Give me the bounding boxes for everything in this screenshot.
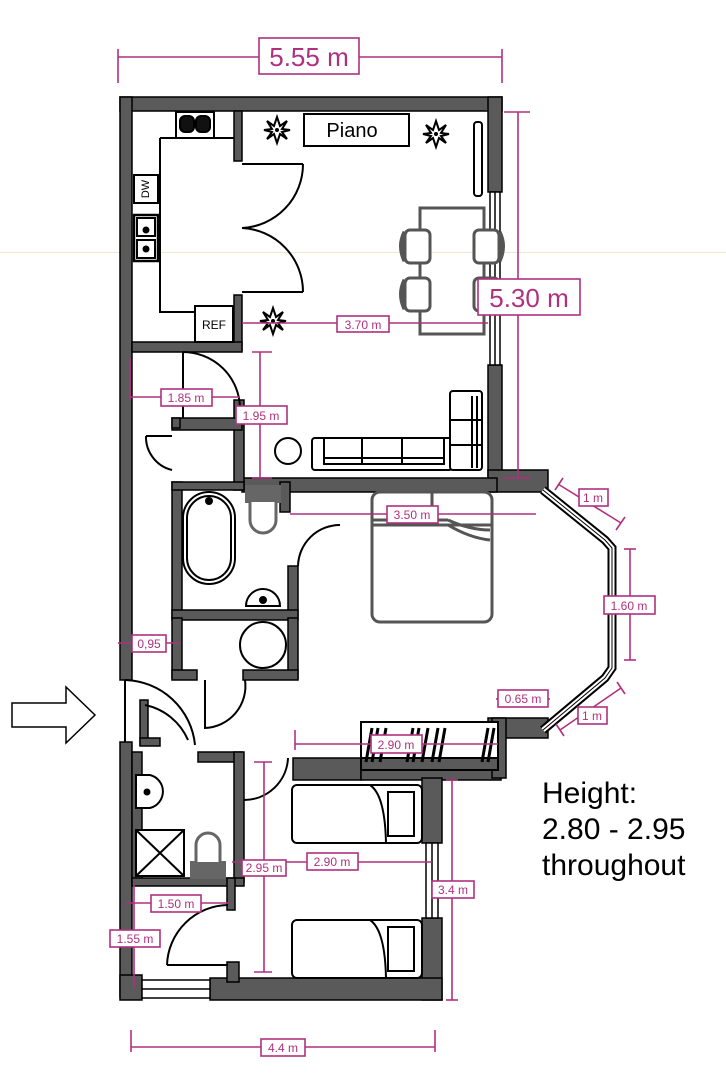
- dim-shower-room-depth: 1.55 m: [117, 932, 154, 946]
- plant-icon: [263, 116, 291, 144]
- bathroom: [182, 485, 341, 730]
- note-line-3: throughout: [542, 849, 686, 882]
- dim-bay-side-top: 1 m: [583, 491, 603, 505]
- piano: [303, 113, 410, 147]
- curtain: [473, 121, 483, 197]
- dim-shower-room-width: 1.50 m: [158, 897, 195, 911]
- bed-single: [291, 919, 423, 979]
- entrance-door: [124, 679, 196, 746]
- dim-bay-front: 1.60 m: [611, 599, 648, 613]
- dim-overall-width: 5.55 m: [269, 42, 349, 72]
- dim-living-depth: 5.30 m: [489, 283, 569, 313]
- walls: [119, 96, 549, 1001]
- plant-icon: [422, 120, 450, 148]
- guide-line: [0, 252, 726, 253]
- dimension-label-boxes: [109, 37, 656, 1057]
- dim-wardrobe-width: 2.90 m: [378, 738, 415, 752]
- dim-living-width: 3.70 m: [345, 318, 382, 332]
- dim-hall-width: 1.85 m: [168, 391, 205, 405]
- kitchen-doors: [241, 163, 305, 293]
- shower-room: [135, 757, 289, 966]
- note-line-1: Height:: [542, 777, 638, 810]
- bed-single: [291, 784, 423, 844]
- side-table: [274, 437, 302, 465]
- dim-bedroom-width: 3.50 m: [394, 508, 431, 522]
- ceiling-height-note: Height: 2.80 - 2.95 throughout: [542, 776, 685, 884]
- refrigerator-label: REF: [202, 318, 226, 332]
- dim-corridor-width: 0,95: [137, 637, 161, 651]
- wardrobe: [360, 721, 499, 771]
- dim-hall-depth: 1.95 m: [243, 409, 280, 423]
- dim-bay-side-bottom: 1 m: [582, 709, 602, 723]
- sofa: [311, 390, 483, 471]
- dim-bottom-width: 4.4 m: [268, 1041, 298, 1055]
- plant-icon: [259, 307, 287, 335]
- kitchen: [132, 111, 234, 343]
- dim-bedroom2-width: 2.90 m: [314, 855, 351, 869]
- piano-label: Piano: [326, 120, 377, 142]
- hall-door: [144, 351, 241, 471]
- note-line-2: 2.80 - 2.95: [542, 813, 686, 846]
- dim-bedroom2-window-wall: 3.4 m: [438, 883, 468, 897]
- entrance-arrow-icon: [11, 685, 97, 745]
- dishwasher-label: DW: [140, 179, 152, 198]
- dim-bay-return: 0.65 m: [505, 692, 542, 706]
- dimension-labels: 5.55 m 5.30 m 3.70 m 1.85 m 1.95 m 3.50 …: [117, 42, 648, 1055]
- dim-bedroom2-depth: 2.95 m: [246, 861, 283, 875]
